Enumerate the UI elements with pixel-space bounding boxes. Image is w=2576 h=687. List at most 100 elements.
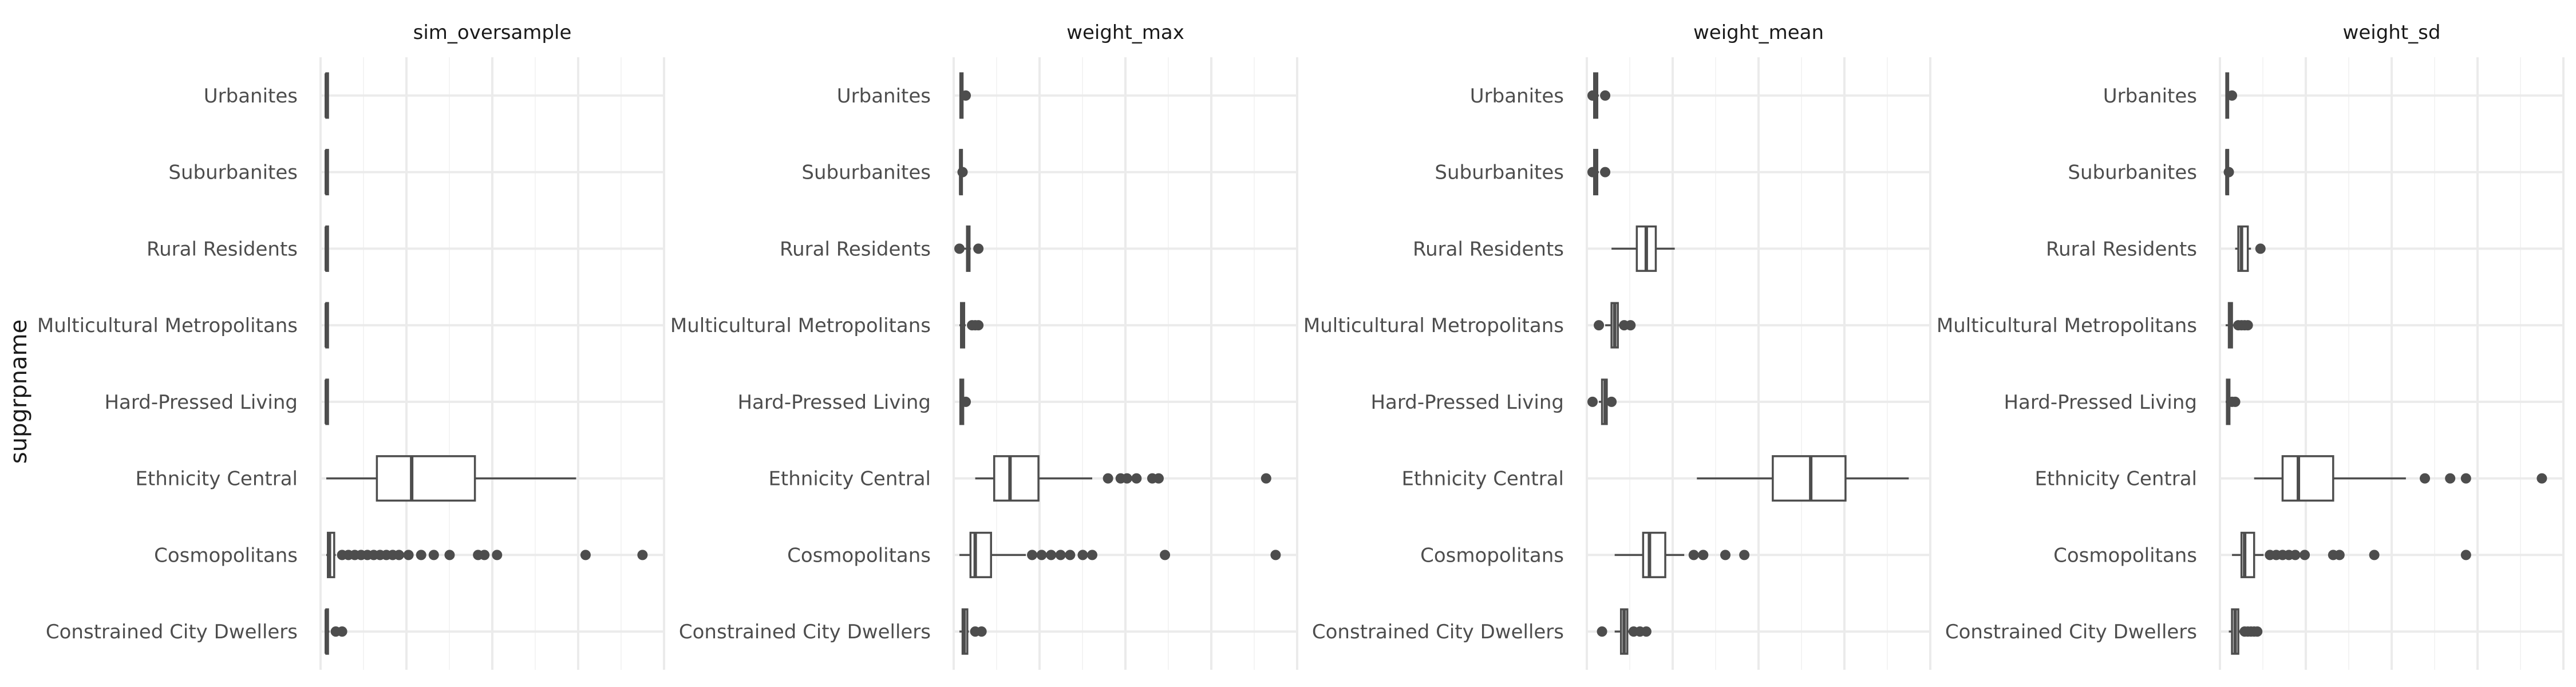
- facet-title: weight_sd: [2343, 21, 2441, 44]
- y-tick-label: Multicultural Metropolitans: [1303, 314, 1564, 337]
- outlier-point: [1077, 550, 1088, 560]
- box-suburbanites: [325, 149, 329, 196]
- outlier-point: [2227, 90, 2238, 101]
- outlier-point: [2334, 550, 2345, 560]
- outlier-point: [954, 243, 965, 254]
- y-tick-label: Suburbanites: [168, 161, 298, 184]
- y-tick-label: Ethnicity Central: [1401, 468, 1564, 491]
- box-urbanites: [325, 72, 329, 119]
- y-tick-label: Urbanites: [1470, 85, 1564, 108]
- iqr-box: [993, 455, 1040, 502]
- outlier-point: [957, 167, 968, 177]
- y-tick-label: Suburbanites: [801, 161, 931, 184]
- box-suburbanites: [2223, 149, 2234, 196]
- y-axis-title: supgrpname: [6, 319, 32, 464]
- outlier-point: [2255, 243, 2266, 254]
- outlier-point: [1131, 473, 1142, 484]
- outlier-point: [1055, 550, 1066, 560]
- y-tick-label: Constrained City Dwellers: [1945, 621, 2197, 643]
- outlier-point: [2537, 473, 2547, 484]
- box-urbanites: [959, 72, 971, 119]
- outlier-point: [1261, 473, 1271, 484]
- outlier-point: [1027, 550, 1038, 560]
- y-tick-label: Constrained City Dwellers: [1312, 621, 1564, 643]
- outlier-point: [1625, 320, 1636, 331]
- iqr-box: [2281, 455, 2334, 502]
- y-tick-label: Constrained City Dwellers: [46, 621, 298, 643]
- y-tick-label: Cosmopolitans: [787, 544, 931, 567]
- outlier-point: [337, 626, 347, 637]
- box-hard-pressed-living: [325, 378, 329, 425]
- y-tick-label: Ethnicity Central: [135, 468, 298, 491]
- box-rural-residents: [2235, 225, 2266, 272]
- outlier-point: [2223, 167, 2234, 177]
- y-tick-label: Suburbanites: [1435, 161, 1564, 184]
- y-tick-label: Hard-Pressed Living: [2004, 391, 2197, 414]
- outlier-point: [1600, 167, 1611, 177]
- outlier-point: [428, 550, 439, 560]
- y-tick-label: Constrained City Dwellers: [679, 621, 931, 643]
- box-constrained-city-dwellers: [325, 608, 347, 655]
- y-tick-label: Hard-Pressed Living: [737, 391, 931, 414]
- outlier-point: [1720, 550, 1730, 560]
- box-constrained-city-dwellers: [1597, 608, 1652, 655]
- outlier-point: [1046, 550, 1057, 560]
- facet-sim-oversample: sim_oversampleUrbanitesSuburbanitesRural…: [37, 21, 665, 670]
- outlier-point: [394, 550, 405, 560]
- box-urbanites: [2225, 72, 2238, 119]
- y-tick-label: Urbanites: [2103, 85, 2197, 108]
- iqr-box: [1642, 531, 1666, 578]
- y-tick-label: Cosmopolitans: [154, 544, 298, 567]
- iqr-box: [376, 455, 476, 502]
- outlier-point: [2290, 550, 2301, 560]
- y-tick-label: Ethnicity Central: [768, 468, 931, 491]
- outlier-point: [2369, 550, 2380, 560]
- outlier-point: [1698, 550, 1709, 560]
- outlier-point: [973, 243, 984, 254]
- box-multicultural-metropolitans: [2226, 302, 2253, 349]
- outlier-point: [2420, 473, 2430, 484]
- outlier-point: [961, 396, 971, 407]
- outlier-point: [1739, 550, 1750, 560]
- outlier-point: [1270, 550, 1281, 560]
- outlier-point: [1036, 550, 1047, 560]
- box-ethnicity-central: [1697, 455, 1909, 502]
- y-tick-label: Suburbanites: [2068, 161, 2197, 184]
- outlier-point: [2252, 626, 2263, 637]
- y-tick-label: Hard-Pressed Living: [104, 391, 298, 414]
- outlier-point: [1153, 473, 1164, 484]
- y-tick-label: Urbanites: [204, 85, 298, 108]
- box-cosmopolitans: [2232, 531, 2471, 578]
- outlier-point: [973, 320, 984, 331]
- y-tick-label: Urbanites: [837, 85, 931, 108]
- box-hard-pressed-living: [1587, 378, 1617, 425]
- outlier-point: [416, 550, 426, 560]
- box-suburbanites: [957, 149, 968, 196]
- outlier-point: [2460, 473, 2471, 484]
- facet-title: weight_mean: [1693, 21, 1824, 44]
- box-multicultural-metropolitans: [1594, 302, 1636, 349]
- outlier-point: [1594, 320, 1605, 331]
- y-tick-label: Ethnicity Central: [2034, 468, 2197, 491]
- box-ethnicity-central: [2254, 455, 2547, 502]
- y-tick-label: Multicultural Metropolitans: [1937, 314, 2197, 337]
- y-tick-label: Multicultural Metropolitans: [670, 314, 931, 337]
- outlier-point: [1121, 473, 1132, 484]
- facet-title: weight_max: [1066, 21, 1184, 44]
- y-tick-label: Rural Residents: [147, 238, 298, 260]
- outlier-point: [2230, 396, 2241, 407]
- y-tick-label: Hard-Pressed Living: [1370, 391, 1564, 414]
- box-cosmopolitans: [959, 531, 1281, 578]
- y-tick-label: Cosmopolitans: [1420, 544, 1564, 567]
- outlier-point: [1587, 396, 1598, 407]
- y-tick-label: Cosmopolitans: [2053, 544, 2197, 567]
- outlier-point: [1641, 626, 1652, 637]
- y-tick-label: Rural Residents: [2046, 238, 2197, 260]
- box-constrained-city-dwellers: [2229, 608, 2263, 655]
- box-suburbanites: [1587, 149, 1611, 196]
- outlier-point: [403, 550, 414, 560]
- y-tick-label: Rural Residents: [780, 238, 931, 260]
